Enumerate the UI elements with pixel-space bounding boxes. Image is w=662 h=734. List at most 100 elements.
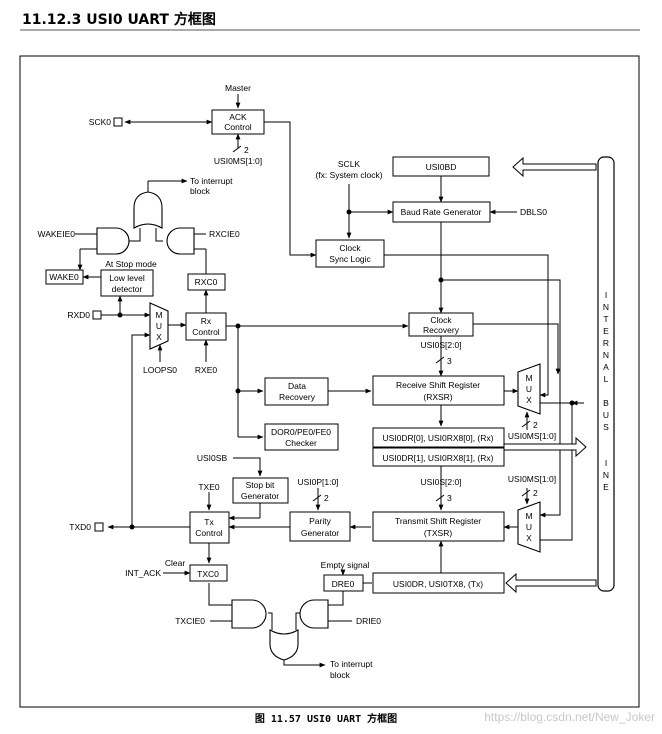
dre0-flag: DRE0 [323,574,364,592]
usi0dr1-register: USI0DR[1], USI0RX8[1], (Rx) [372,447,505,467]
svg-text:N: N [603,470,609,480]
bus-width-mux-rx: 2 [533,420,538,430]
clock-recovery-block: Clock Recovery [408,312,474,337]
svg-text:L: L [604,374,609,384]
txcie0-label: TXCIE0 [175,616,205,626]
wakeie0-label: WAKEIE0 [38,229,76,239]
gates [96,191,541,661]
usi0s-rx-label: USI0S[2:0] [420,340,461,350]
at-stop-mode-label: At Stop mode [105,259,157,269]
svg-text:B: B [603,398,609,408]
svg-text:Control: Control [195,528,223,538]
sck0-pin [113,117,123,127]
usi0dr-tx-register: USI0DR, USI0TX8, (Tx) [372,572,505,594]
svg-text:Checker: Checker [285,438,317,448]
svg-text:Sync Logic: Sync Logic [329,254,371,264]
txe0-label: TXE0 [198,482,220,492]
or-gate-tx [269,629,299,661]
figure-caption: 图 11.57 USI0 UART 方框图 [255,712,397,725]
mux-rx-m: M [155,310,162,320]
baud-rate-generator-block: Baud Rate Generator [392,201,491,223]
svg-text:(RXSR): (RXSR) [423,392,452,402]
svg-text:Recovery: Recovery [279,392,316,402]
to-interrupt-2b: block [330,670,351,680]
svg-text:Generator: Generator [301,528,339,538]
txc0-flag: TXC0 [189,564,228,582]
mux-labels: M U X M U X M U X [155,310,532,543]
loops0-label: LOOPS0 [143,365,177,375]
signal-labels: Master SCK0 2 USI0MS[1:0] SCLK (fx: Syst… [38,83,557,680]
mux-right-rx-u: U [526,384,532,394]
clock-sync-logic-block: Clock Sync Logic [315,239,385,268]
and-gate-drie [299,599,329,629]
svg-text:DOR0/PE0/FE0: DOR0/PE0/FE0 [271,427,331,437]
watermark: https://blog.csdn.net/New_Joker [484,710,655,724]
svg-text:ACK: ACK [229,112,247,122]
tx-control-block: Tx Control [189,511,230,544]
svg-text:Control: Control [224,122,252,132]
bus-arrow-usi0dr-tx [505,572,597,594]
mux-right-tx [517,501,541,553]
txd0-label: TXD0 [69,522,91,532]
svg-text:I: I [605,290,607,300]
and-gate-wakeie [96,227,130,255]
svg-text:U: U [603,410,609,420]
svg-text:N: N [603,302,609,312]
svg-text:Parity: Parity [309,516,331,526]
svg-text:T: T [603,314,608,324]
diagram-frame [19,55,640,708]
usi0ms-label-a: USI0MS[1:0] [214,156,262,166]
svg-text:TXC0: TXC0 [197,569,219,579]
svg-text:Baud Rate Generator: Baud Rate Generator [401,207,482,217]
svg-text:A: A [603,362,609,372]
to-interrupt-1a: To interrupt [190,176,233,186]
low-level-detector-block: Low level detector [100,269,154,297]
rx-control-block: Rx Control [185,312,227,341]
bus-width-tx: 3 [447,493,452,503]
rxd0-label: RXD0 [67,310,90,320]
rxd0-pin [92,310,102,320]
svg-text:S: S [603,422,609,432]
mux-rx-u: U [156,321,162,331]
transmit-shift-register-block: Transmit Shift Register (TXSR) [372,511,505,542]
mux-right-rx [517,363,541,415]
svg-text:I: I [605,458,607,468]
wires [75,94,584,668]
mux-right-tx-m: M [525,511,532,521]
svg-text:Generator: Generator [241,491,279,501]
svg-text:Stop bit: Stop bit [246,480,275,490]
svg-text:Tx: Tx [204,517,214,527]
parity-generator-block: Parity Generator [289,511,351,542]
clear-label: Clear [165,558,185,568]
svg-text:Clock: Clock [339,243,361,253]
svg-text:USI0DR[1], USI0RX8[1], (Rx): USI0DR[1], USI0RX8[1], (Rx) [382,453,493,463]
wake0-flag: WAKE0 [45,269,84,285]
usi0ms-label-c: USI0MS[1:0] [508,474,556,484]
rxe0-label: RXE0 [195,365,217,375]
receive-shift-register-block: Receive Shift Register (RXSR) [372,375,505,406]
svg-text:R: R [603,338,609,348]
int-ack-label: INT_ACK [125,568,161,578]
stop-bit-generator-block: Stop bit Generator [232,477,289,504]
svg-text:N: N [603,350,609,360]
usi0sb-label: USI0SB [197,453,228,463]
bus-width-rx: 3 [447,356,452,366]
usi0ms-label-b: USI0MS[1:0] [508,431,556,441]
svg-text:Data: Data [288,381,306,391]
svg-text:USI0BD: USI0BD [426,162,457,172]
ack-control-block: ACK Control [211,109,265,135]
bus-width-parity: 2 [324,493,329,503]
svg-text:Rx: Rx [201,316,212,326]
and-gate-txcie [231,599,267,629]
to-interrupt-1b: block [190,186,211,196]
error-checker-block: DOR0/PE0/FE0 Checker [264,423,339,451]
drie0-label: DRIE0 [356,616,381,626]
mux-rx [149,302,169,350]
svg-text:Transmit Shift Register: Transmit Shift Register [395,516,481,526]
bus-width-mux-tx: 2 [533,488,538,498]
svg-text:Clock: Clock [430,315,452,325]
svg-text:(TXSR): (TXSR) [424,528,453,538]
svg-text:Control: Control [192,327,220,337]
internal-bus: I N T E R N A L B U S I N E [597,156,615,592]
